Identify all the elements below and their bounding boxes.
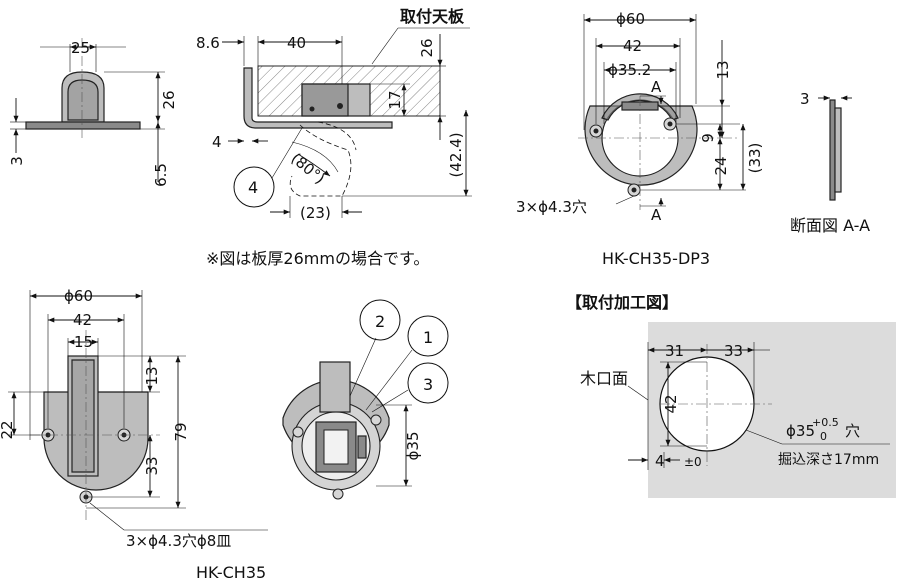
dp3-dim-24: 24 — [712, 156, 730, 175]
dim-width-25: 25 — [71, 39, 90, 57]
view-mounting: 【取付加工図】 31 33 42 木口面 4 ±0 ϕ35 +0.5 0 穴 掘… — [566, 293, 896, 498]
ch35-dim-15: 15 — [74, 333, 93, 351]
ch35-dim-79: 79 — [172, 422, 190, 441]
mnt-hole-tol-upper: +0.5 — [812, 416, 839, 429]
mnt-hole-tol-lower: 0 — [820, 430, 827, 443]
mnt-hole-main: ϕ35 — [786, 422, 815, 440]
dim-offset-8-6: 8.6 — [196, 34, 220, 52]
dim-height-26: 26 — [160, 90, 178, 109]
dim-width-40: 40 — [287, 34, 306, 52]
label-edge-face: 木口面 — [580, 369, 628, 388]
dim-base-6-5: 6.5 — [152, 163, 170, 187]
ch35-hole-note: 3×ϕ4.3穴ϕ8皿 — [126, 532, 231, 550]
dim-board-26: 26 — [418, 38, 436, 57]
view-rear: ϕ35 2 1 3 — [282, 299, 449, 500]
mnt-depth-note: 掘込深さ17mm — [778, 452, 879, 468]
mounting-title: 【取付加工図】 — [566, 293, 678, 312]
callout-2: 2 — [375, 312, 385, 331]
mnt-tol-pm0: ±0 — [684, 455, 702, 469]
ch35-dim-42: 42 — [73, 311, 92, 329]
caption-ch35: HK-CH35 — [196, 563, 266, 582]
view-dp3-front: ϕ60 42 ϕ35.2 A 13 9 24 (33) 3×ϕ4.3穴 A — [516, 10, 764, 224]
ch35-dim-phi60: ϕ60 — [64, 287, 93, 305]
mnt-dim-31: 31 — [665, 342, 684, 360]
aa-label: 断面図 A-A — [790, 216, 870, 235]
caption-dp3: HK-CH35-DP3 — [602, 249, 710, 268]
dp3-label-a-top: A — [651, 78, 662, 96]
mnt-hole-suffix: 穴 — [845, 422, 860, 440]
mnt-dim-33: 33 — [724, 342, 743, 360]
callout-1: 1 — [423, 328, 433, 347]
rear-dim-phi35: ϕ35 — [404, 432, 422, 461]
dim-plate-3: 3 — [8, 156, 26, 166]
view-mount-section: 8.6 40 取付天板 26 17 4 (80°) (42.4) (23) 4 — [196, 7, 472, 222]
board-thickness-note: ※図は板厚26mmの場合です。 — [206, 249, 429, 268]
dim-23: (23) — [300, 204, 331, 222]
mnt-dim-42: 42 — [662, 394, 680, 413]
dim-17: 17 — [386, 90, 404, 109]
dp3-dim-13: 13 — [714, 60, 732, 79]
view-section-aa: 3 断面図 A-A — [790, 90, 870, 235]
view-ch35-front: ϕ60 42 15 13 33 79 22 3×ϕ4.3穴ϕ8皿 — [0, 287, 268, 550]
dp3-dim-42: 42 — [623, 37, 642, 55]
dp3-dim-33: (33) — [746, 143, 764, 174]
aa-dim-3: 3 — [800, 90, 810, 108]
callout-4: 4 — [248, 178, 258, 197]
dim-42-4: (42.4) — [447, 132, 465, 177]
dim-4: 4 — [212, 133, 222, 151]
dp3-dim-phi60: ϕ60 — [616, 10, 645, 28]
dp3-dim-phi35-2: ϕ35.2 — [608, 61, 651, 79]
view-side-top: 25 26 6.5 3 — [8, 38, 178, 187]
dp3-label-a-bottom: A — [651, 206, 662, 224]
dp3-dim-9: 9 — [699, 133, 717, 143]
dim-angle-80: (80°) — [287, 149, 328, 187]
mnt-dim-4: 4 — [655, 452, 665, 470]
ch35-dim-13: 13 — [143, 366, 161, 385]
callout-3: 3 — [423, 375, 433, 394]
label-mount-top: 取付天板 — [400, 7, 465, 26]
ch35-dim-33: 33 — [143, 456, 161, 475]
ch35-dim-22: 22 — [0, 420, 16, 439]
dp3-hole-note: 3×ϕ4.3穴 — [516, 198, 587, 216]
